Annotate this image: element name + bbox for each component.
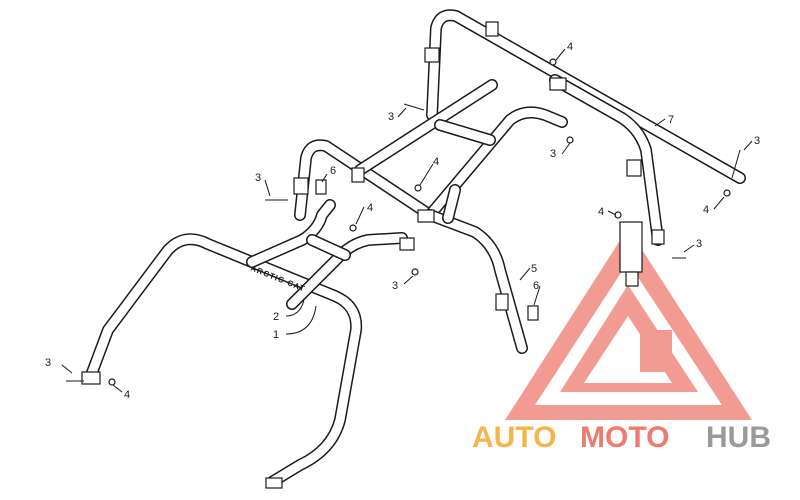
callout-2: 2 [273, 311, 279, 323]
bracket-icon [625, 271, 639, 287]
clamp-icon [417, 209, 435, 223]
clamp-icon [485, 21, 499, 37]
callout-3-bracket: 3 [696, 238, 702, 250]
callout-4-far-right: 4 [703, 204, 709, 216]
clamp-icon [351, 167, 365, 183]
watermark-moto: MOTO [580, 421, 669, 454]
callout-6-left: 6 [330, 165, 336, 177]
hardware [66, 21, 741, 489]
bolt-icon [731, 149, 741, 179]
nut-icon [723, 189, 731, 197]
bolt-icon [403, 103, 425, 111]
front-hoop: ARCTIC CAT [84, 199, 408, 488]
rear-top-bar [426, 9, 746, 246]
watermark-text: AUTO MOTO HUB [472, 421, 771, 454]
callout-4-left: 4 [124, 389, 130, 401]
callout-7: 7 [668, 114, 674, 126]
nut-icon [549, 58, 557, 66]
middle-roof-section [294, 79, 568, 354]
nut-icon [411, 268, 419, 276]
nut-icon [108, 378, 116, 386]
nut-icon [414, 184, 422, 192]
nut-icon [349, 224, 357, 232]
callout-4-center: 4 [433, 156, 439, 168]
callout-3-top-right: 3 [550, 148, 556, 160]
callout-3-left: 3 [45, 357, 51, 369]
callout-4-bracket: 4 [598, 206, 604, 218]
clamp-icon [549, 77, 567, 91]
callout-3-upper-left: 3 [255, 172, 261, 184]
clamp-icon [651, 229, 665, 245]
sticker-icon [315, 179, 327, 195]
callout-5: 5 [531, 263, 537, 275]
callout-6-right: 6 [533, 280, 539, 292]
callout-1: 1 [273, 329, 279, 341]
bracket-icon [619, 221, 643, 273]
callout-3-far-right: 3 [754, 135, 760, 147]
clamp-icon [81, 371, 101, 385]
callout-4-mid-left: 4 [367, 202, 373, 214]
callout-3-top: 3 [388, 111, 394, 123]
watermark-logo [505, 228, 752, 420]
sticker-icon [527, 305, 539, 321]
callout-4-top: 4 [567, 41, 573, 53]
clamp-icon [495, 293, 509, 311]
watermark-auto: AUTO [472, 421, 556, 454]
callout-3-center: 3 [392, 280, 398, 292]
callout-labels: 3 4 2 1 3 6 4 3 4 3 4 3 7 3 4 4 3 5 6 [45, 41, 760, 401]
watermark-hub: HUB [706, 421, 771, 454]
leader-lines [61, 48, 753, 393]
nut-icon [566, 136, 574, 144]
clamp-icon [399, 237, 415, 251]
clamp-icon [293, 177, 309, 195]
clamp-icon [265, 477, 283, 489]
clamp-icon [424, 47, 440, 63]
clamp-icon [626, 159, 642, 177]
